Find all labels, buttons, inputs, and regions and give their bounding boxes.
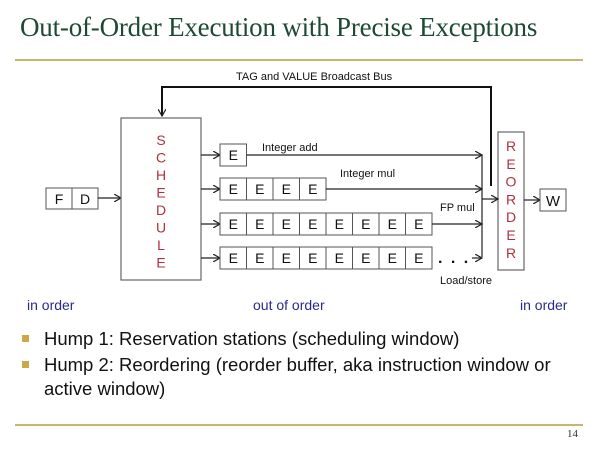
ooo-pipeline-diagram: TAG and VALUE Broadcast Bus F D SCHEDULE… [45,71,567,287]
bullet-item: Hump 2: Reordering (reorder buffer, aka … [22,353,592,401]
in-order-label-right: in order [520,297,568,313]
bullet-list: Hump 1: Reservation stations (scheduling… [22,327,592,403]
reorder-letter: O [506,174,517,190]
exec-stage-label: E [308,250,317,266]
exec-stage-label: E [308,216,317,232]
scheduler-letter: C [156,150,166,166]
exec-stage-label: E [255,216,264,232]
exec-stage-label: E [414,250,423,266]
bus-label: TAG and VALUE Broadcast Bus [236,71,393,83]
pipeline-fp-mul: E E E E E E E E FP mul [201,202,482,236]
scheduler-letter: U [156,220,166,236]
exec-stage-label: E [282,250,291,266]
fetch-decode-block: F D [45,187,99,210]
pipeline-label: Integer mul [340,168,395,180]
reorder-letter: E [506,156,515,172]
exec-stage-label: E [361,216,370,232]
bullet-square-icon [22,361,29,368]
exec-stage-cell [405,246,433,270]
exec-stage-label: E [255,250,264,266]
exec-stage-label: E [414,216,423,232]
in-order-label-left: in order [27,297,75,313]
writeback-box [539,188,567,212]
title-divider [15,59,583,61]
page-number: 14 [567,428,578,440]
exec-stage-label: E [229,181,238,197]
bullet-text: Hump 1: Reservation stations (scheduling… [44,328,460,349]
slide-title: Out-of-Order Execution with Precise Exce… [20,12,538,42]
bullet-square-icon [22,335,29,342]
pipeline-label: Load/store [440,275,492,287]
scheduler-letter: H [156,167,166,183]
reorder-letter: D [506,209,516,225]
exec-stage-label: E [282,181,291,197]
scheduler-letter: E [156,185,165,201]
writeback-label: W [546,193,561,210]
pipeline-label: Integer add [262,142,318,154]
out-of-order-label: out of order [253,297,325,313]
reorder-letter: R [506,138,516,154]
scheduler-letter: E [156,255,165,271]
exec-stage-label: E [335,216,344,232]
pipeline-integer-mul: E E E E Integer mul [201,168,482,201]
reorder-box [497,131,525,271]
fetch-label: F [55,191,64,207]
reorder-letter: R [506,191,516,207]
exec-stage-label: E [229,250,238,266]
bullet-text: Hump 2: Reordering (reorder buffer, aka … [44,354,551,399]
exec-stage-label: E [308,181,317,197]
exec-stage-label: E [361,250,370,266]
exec-stage-label: E [229,147,238,163]
scheduler-letter: D [156,202,166,218]
broadcast-bus-line [162,86,492,186]
reorder-letter: E [506,227,515,243]
scheduler-letter: S [156,132,165,148]
pipeline-load-store: E E E E E E E E . . . Load/store [201,246,492,287]
exec-stage-label: E [388,250,397,266]
pipeline-label: FP mul [440,202,475,214]
bullet-item: Hump 1: Reservation stations (scheduling… [22,327,592,351]
decode-label: D [80,191,90,207]
exec-stage-label: E [229,216,238,232]
scheduler-letter: L [157,237,165,253]
continuation-ellipsis: . . . [438,250,470,267]
exec-stage-label: E [282,216,291,232]
exec-stage-label: E [335,250,344,266]
exec-stage-label: E [255,181,264,197]
exec-stage-label: E [388,216,397,232]
reorder-letter: R [506,245,516,261]
pipeline-integer-add: E Integer add [201,142,482,167]
footer-divider [15,424,583,426]
scheduler-box [120,117,202,281]
